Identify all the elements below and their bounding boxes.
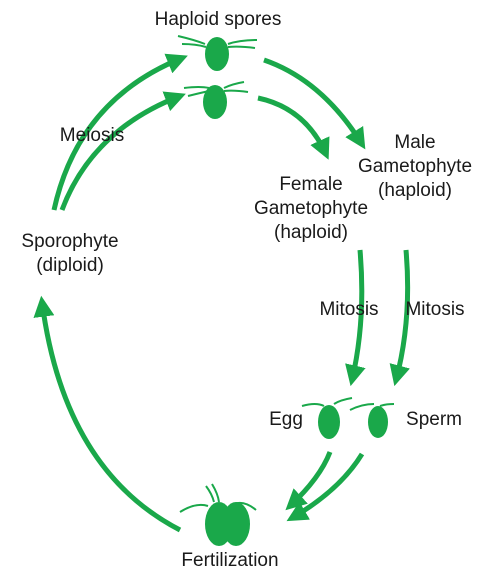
zygote-to-sporophyte-arrow: [42, 302, 180, 530]
fertilization-label: Fertilization: [160, 549, 300, 573]
female-gametophyte-label: Female Gametophyte (haploid): [246, 173, 376, 245]
haploid-spores-label: Haploid spores: [138, 8, 298, 32]
female-gametophyte-line-3: (haploid): [246, 221, 376, 245]
sporophyte-label: Sporophyte (diploid): [8, 230, 132, 278]
egg-label: Egg: [264, 408, 308, 432]
meiosis-arrow-inner: [62, 96, 180, 210]
female-gametophyte-line-1: Female: [246, 173, 376, 197]
spore-icon-top: [178, 36, 257, 71]
mitosis-label-right: Mitosis: [394, 298, 476, 322]
sporophyte-line-2: (diploid): [8, 254, 132, 278]
spore-icon-bottom: [184, 82, 248, 119]
sperm-cell-icon: [350, 404, 394, 438]
male-gametophyte-line-1: Male: [350, 131, 480, 155]
sperm-label: Sperm: [396, 408, 472, 432]
meiosis-label: Meiosis: [42, 124, 142, 148]
sporophyte-line-1: Sporophyte: [8, 230, 132, 254]
mitosis-label-left: Mitosis: [308, 298, 390, 322]
female-gametophyte-line-2: Gametophyte: [246, 197, 376, 221]
spore-to-female-arrow: [258, 98, 326, 154]
egg-cell-icon: [302, 398, 352, 439]
zygote-icon: [180, 484, 256, 546]
